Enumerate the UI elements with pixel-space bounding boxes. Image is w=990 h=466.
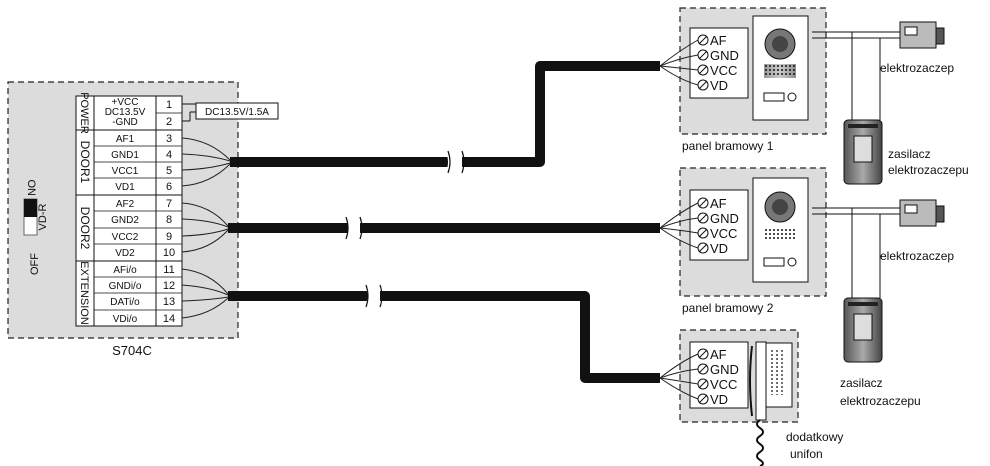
terminal-label-7: AF2 bbox=[116, 199, 135, 210]
switch-label: VD-R bbox=[37, 204, 49, 231]
terminal-label-4: GND1 bbox=[111, 150, 139, 161]
terminal-label-9: VCC2 bbox=[112, 232, 139, 243]
group-label-door2: DOOR2 bbox=[78, 207, 92, 250]
group-label-door1: DOOR1 bbox=[78, 141, 92, 184]
terminal-num-9: 9 bbox=[166, 231, 172, 243]
lock-wiring-2 bbox=[812, 207, 900, 298]
group-label-extension: EXTENSION bbox=[78, 261, 90, 325]
terminal-num-2: 2 bbox=[166, 116, 172, 128]
panel-1-term-gnd: GND bbox=[710, 48, 739, 63]
wires-door1 bbox=[181, 137, 231, 187]
panel-2-caption: panel bramowy 2 bbox=[682, 301, 774, 315]
panel-2-terminals: AF GND VCC VD bbox=[659, 196, 739, 256]
lock-1-label: elektrozaczep bbox=[880, 61, 954, 75]
terminal-num-10: 10 bbox=[163, 247, 175, 259]
supply-1-line2: elektrozaczepu bbox=[888, 163, 969, 177]
terminal-label-14: VDi/o bbox=[113, 314, 138, 325]
handset-caption-1: dodatkowy bbox=[786, 430, 843, 444]
terminal-num-13: 13 bbox=[163, 296, 175, 308]
supply-2-line2: elektrozaczepu bbox=[840, 394, 921, 408]
switch-off-label: OFF bbox=[29, 253, 41, 275]
lock-wiring-1 bbox=[812, 31, 900, 120]
vdr-switch[interactable] bbox=[23, 198, 38, 236]
terminal-label-5: VCC1 bbox=[112, 166, 139, 177]
supply-2-line1: zasilacz bbox=[840, 376, 883, 390]
electric-lock-1 bbox=[899, 21, 945, 49]
terminal-label-1: +VCC bbox=[112, 97, 139, 108]
terminal-num-3: 3 bbox=[166, 133, 172, 145]
electric-lock-2 bbox=[899, 199, 945, 227]
terminal-label-13: DATi/o bbox=[110, 297, 140, 308]
terminal-num-6: 6 bbox=[166, 181, 172, 193]
handset-term-vcc: VCC bbox=[710, 377, 737, 392]
panel-2-term-gnd: GND bbox=[710, 211, 739, 226]
handset bbox=[679, 329, 799, 466]
panel-1-caption: panel bramowy 1 bbox=[682, 139, 774, 153]
panel-1-term-vcc: VCC bbox=[710, 63, 737, 78]
terminal-label-6: VD1 bbox=[115, 182, 135, 193]
panel-1-term-vd: VD bbox=[710, 78, 728, 93]
panel-1-term-af: AF bbox=[710, 33, 727, 48]
cable-extension bbox=[228, 291, 660, 383]
lock-2-label: elektrozaczep bbox=[880, 249, 954, 263]
lock-power-supply-2 bbox=[843, 297, 883, 363]
panel-2-term-vcc: VCC bbox=[710, 226, 737, 241]
terminal-label-12: GNDi/o bbox=[109, 281, 142, 292]
terminal-num-14: 14 bbox=[163, 313, 175, 325]
switch-on-label: ON bbox=[25, 180, 37, 197]
terminal-num-11: 11 bbox=[163, 264, 174, 276]
cable-door1 bbox=[230, 61, 660, 167]
handset-terminals: AF GND VCC VD bbox=[659, 347, 739, 407]
wires-door2 bbox=[181, 202, 229, 253]
supply-1-line1: zasilacz bbox=[888, 147, 931, 161]
panel-1-terminals: AF GND VCC VD bbox=[659, 33, 739, 93]
terminal-label-11: AFi/o bbox=[113, 265, 137, 276]
handset-term-vd: VD bbox=[710, 392, 728, 407]
handset-term-gnd: GND bbox=[710, 362, 739, 377]
panel-2-term-af: AF bbox=[710, 196, 727, 211]
terminal-label-2: -GND bbox=[112, 117, 138, 128]
terminal-num-1: 1 bbox=[166, 99, 172, 111]
handset-term-af: AF bbox=[710, 347, 727, 362]
group-label-power: POWER bbox=[78, 92, 90, 134]
panel-2-term-vd: VD bbox=[710, 241, 728, 256]
terminal-num-7: 7 bbox=[166, 198, 172, 210]
terminal-num-4: 4 bbox=[166, 149, 172, 161]
handset-caption-2: unifon bbox=[790, 447, 823, 461]
terminal-num-5: 5 bbox=[166, 165, 172, 177]
terminal-num-8: 8 bbox=[166, 214, 172, 226]
wires-extension bbox=[181, 268, 229, 319]
terminal-label-8: GND2 bbox=[111, 215, 139, 226]
terminal-label-10: VD2 bbox=[115, 248, 135, 259]
power-mid-label: DC13.5V bbox=[105, 107, 146, 118]
lock-power-supply-1 bbox=[843, 119, 883, 185]
controller-name: S704C bbox=[112, 343, 152, 358]
psu-label: DC13.5V/1.5A bbox=[205, 107, 269, 118]
controller-s704c: POWER DOOR1 DOOR2 EXTENSION +VCC DC13.5V… bbox=[7, 81, 279, 358]
terminal-label-3: AF1 bbox=[116, 134, 135, 145]
terminal-num-12: 12 bbox=[163, 280, 175, 292]
